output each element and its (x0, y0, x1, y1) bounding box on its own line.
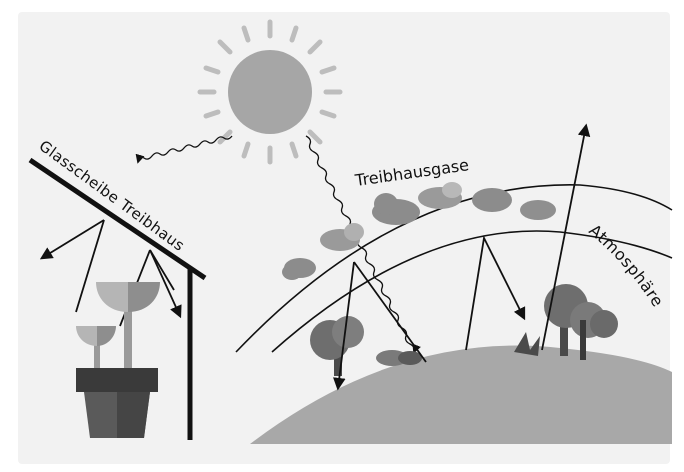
tree-icon (514, 284, 618, 360)
reflection-arrow-3 (466, 238, 524, 350)
plant-icon (76, 268, 160, 438)
glass-pane (30, 160, 205, 278)
atmosphere-label: Atmosphäre (585, 220, 667, 310)
cloud-icon (282, 182, 556, 280)
sun-icon (200, 22, 340, 162)
sunlight-ray-left (138, 136, 232, 162)
earth-icon (250, 346, 672, 444)
reflection-arrow-2 (354, 262, 426, 362)
